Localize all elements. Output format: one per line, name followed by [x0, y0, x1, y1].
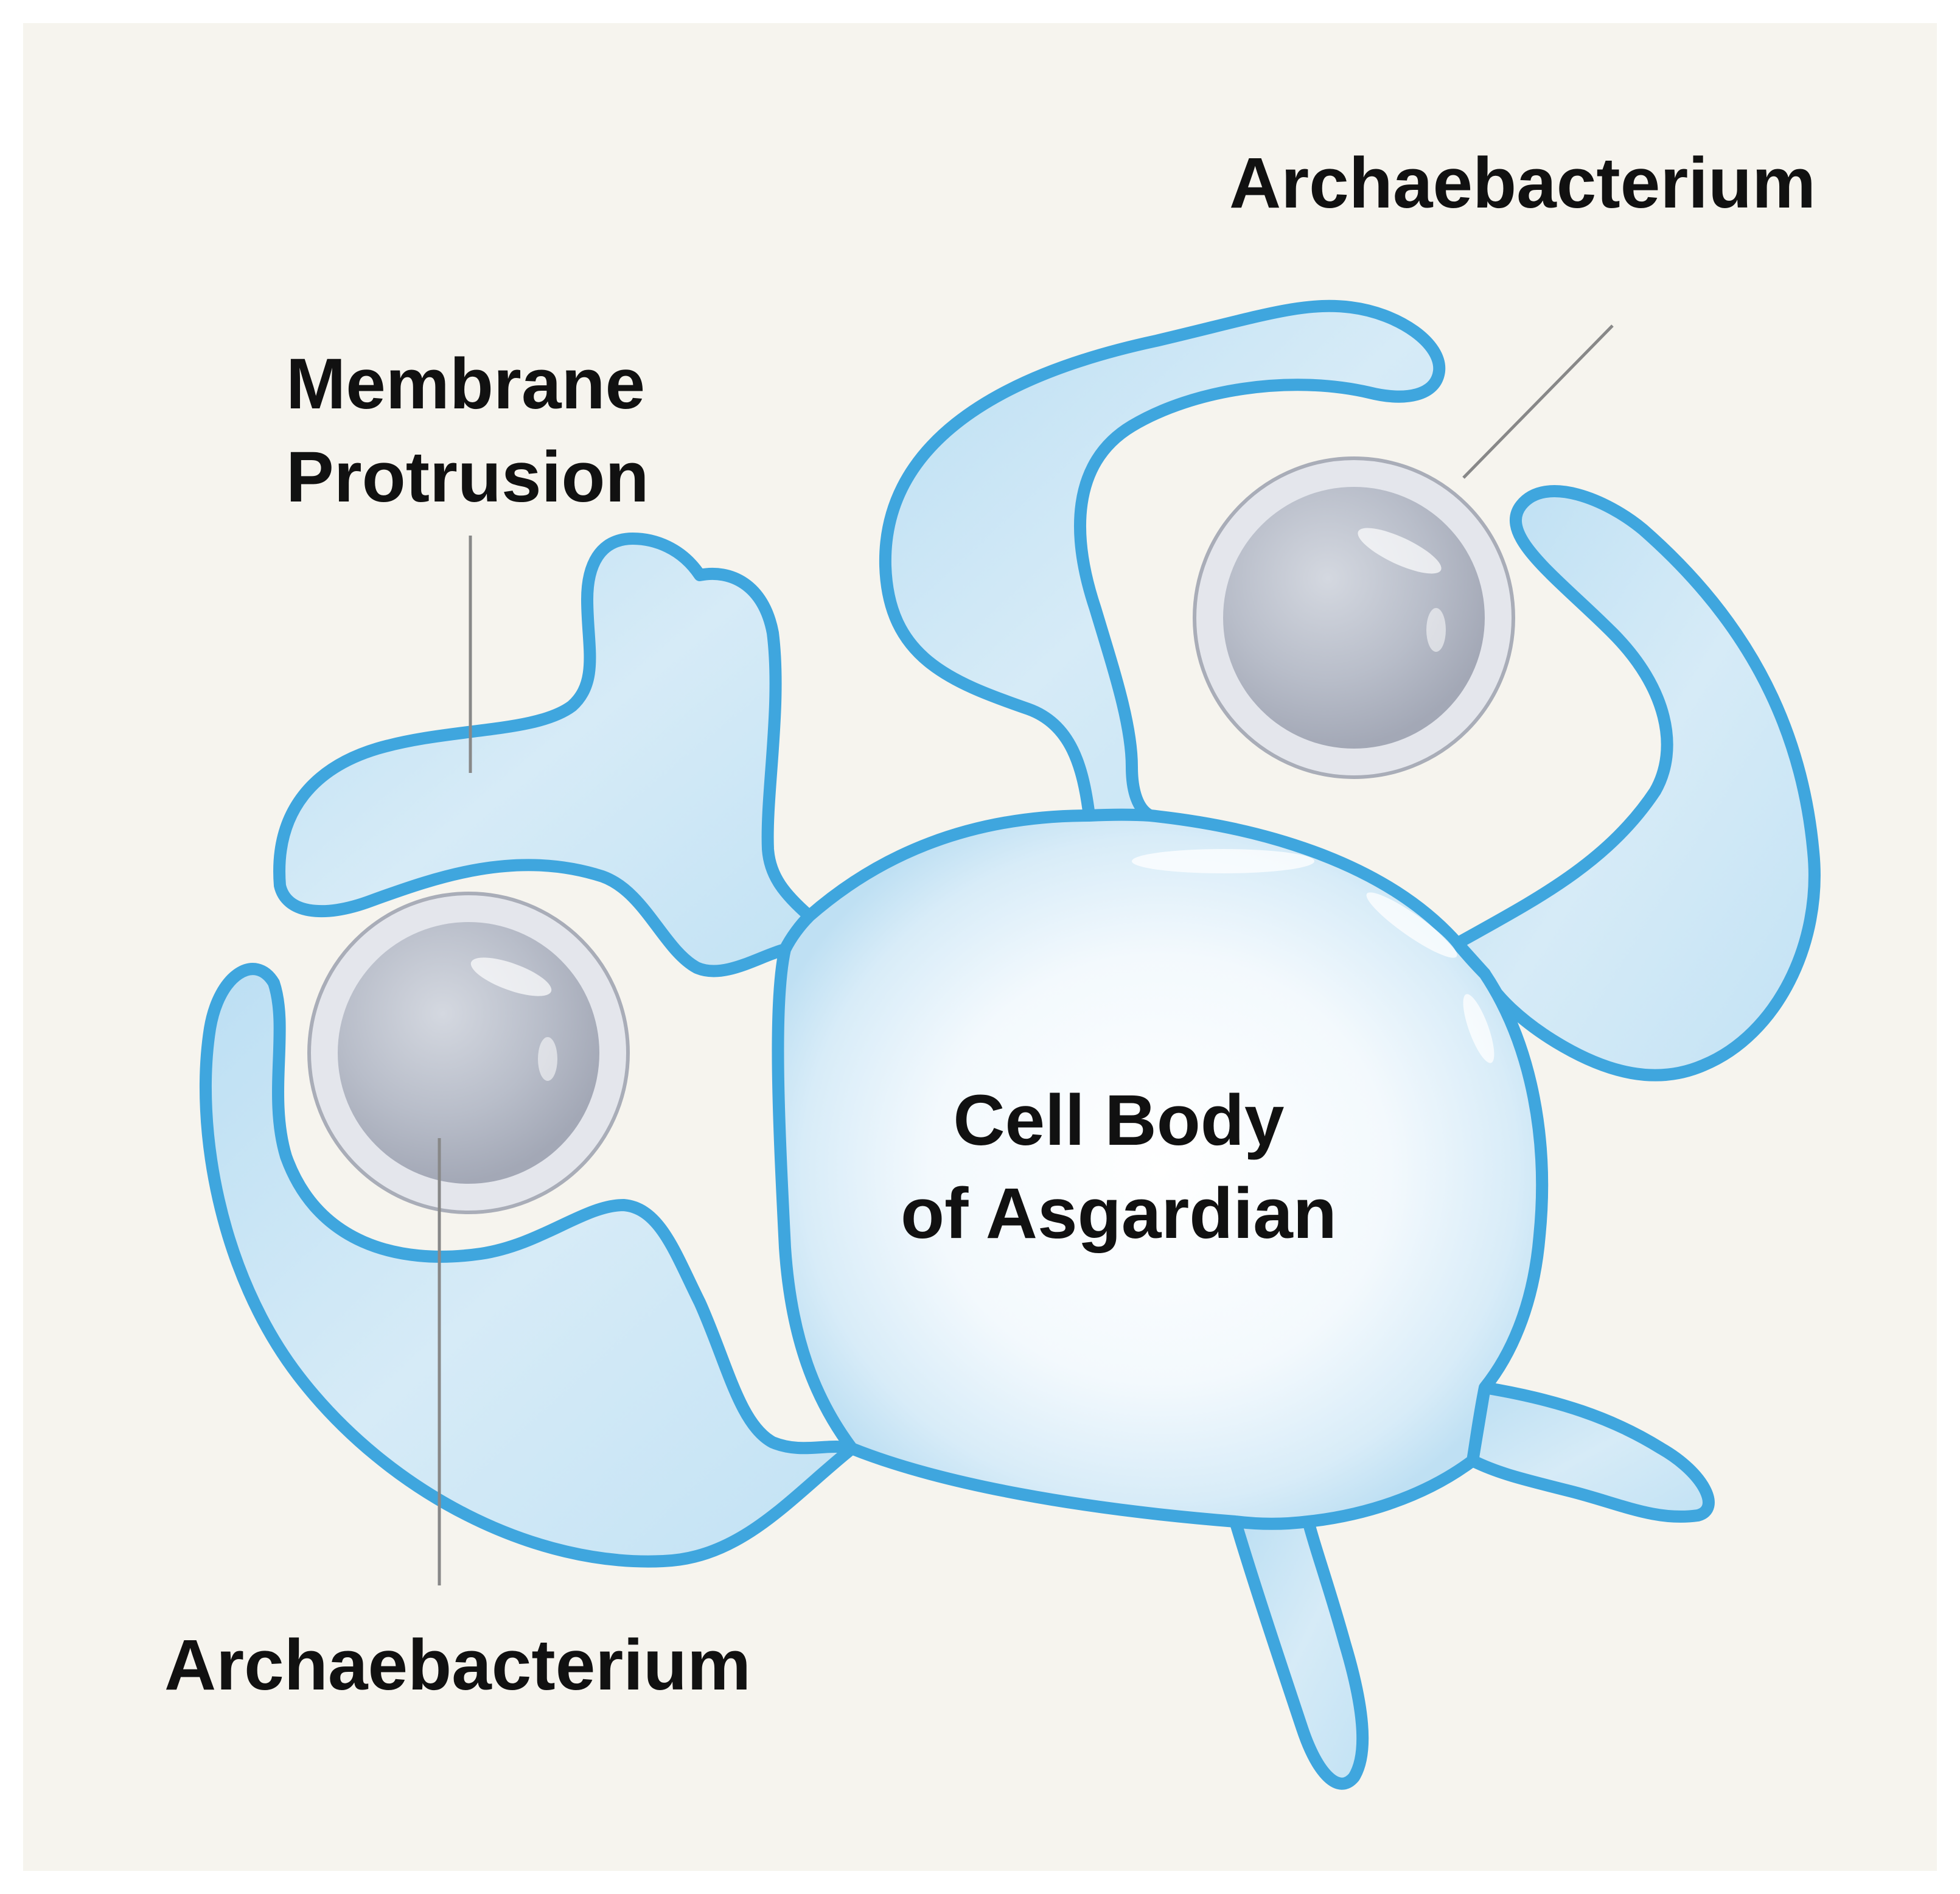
leader-line-archaebacterium-top	[1462, 324, 1614, 479]
label-membrane-protrusion: Membrane Protrusion	[286, 338, 649, 525]
protrusion-right	[1451, 485, 1821, 1082]
protrusion-upper-left	[273, 533, 815, 977]
protrusion-bottom	[1229, 1515, 1369, 1790]
label-membrane-protrusion-line1: Membrane	[286, 344, 646, 424]
label-archaebacterium-top: Archaebacterium	[1229, 137, 1816, 230]
label-cell-body: Cell Body of Asgardian	[901, 1074, 1337, 1261]
label-cell-body-line1: Cell Body	[953, 1080, 1285, 1161]
cell-body-highlights	[1132, 849, 1494, 1063]
leader-lines	[438, 324, 1614, 1585]
label-archaebacterium-top-text: Archaebacterium	[1229, 143, 1816, 223]
protrusion-upper-right	[879, 299, 1446, 822]
protrusion-lower-right	[1467, 1382, 1715, 1523]
cell-body	[772, 808, 1549, 1530]
archaebacterium-upper-right-core	[1223, 487, 1485, 749]
archaebacterium-lower-left-core	[338, 922, 599, 1184]
label-cell-body-line2: of Asgardian	[901, 1173, 1337, 1254]
membrane-protrusions	[200, 299, 1821, 1790]
label-archaebacterium-bottom: Archaebacterium	[164, 1619, 751, 1712]
archaebacterium-upper-right	[1193, 456, 1515, 779]
archaebacterium-lower-left	[307, 892, 630, 1214]
label-archaebacterium-bottom-text: Archaebacterium	[164, 1625, 752, 1705]
label-membrane-protrusion-line2: Protrusion	[286, 437, 649, 518]
protrusion-lower-left	[200, 963, 858, 1568]
